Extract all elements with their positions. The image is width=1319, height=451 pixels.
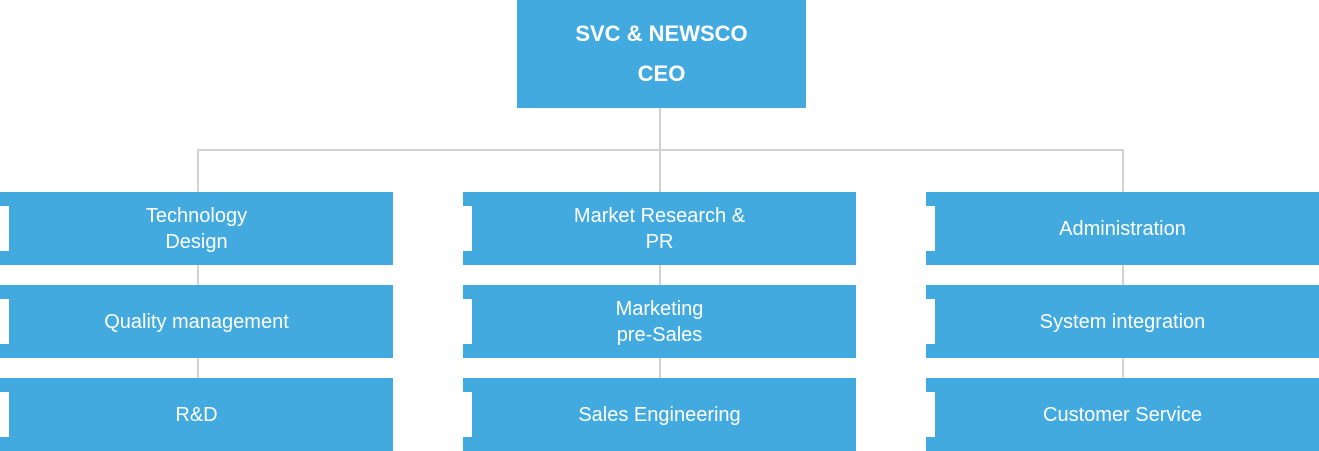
connector-col1-a: [659, 265, 661, 285]
connector-col2-b: [1122, 358, 1124, 378]
dept-customer-service: Customer Service: [926, 378, 1319, 451]
connector-col0-b: [197, 358, 199, 378]
dept-sales-engineering: Sales Engineering: [463, 378, 856, 451]
dept-label: Technology Design: [145, 204, 248, 253]
connector-right-drop: [1122, 149, 1124, 192]
connector-col1-b: [659, 358, 661, 378]
connector-col2-a: [1122, 265, 1124, 285]
connector-left-drop: [197, 149, 199, 192]
connector-col0-a: [197, 265, 199, 285]
dept-market-research-pr: Market Research & PR: [463, 192, 856, 265]
dept-label: R&D: [175, 403, 218, 426]
dept-label: Market Research & PR: [573, 204, 746, 253]
dept-label: Customer Service: [1043, 403, 1202, 426]
dept-label: Administration: [1059, 217, 1186, 240]
dept-marketing-presales: Marketing pre-Sales: [463, 285, 856, 358]
ceo-company: SVC & NEWSCO: [575, 21, 748, 46]
dept-technology-design: Technology Design: [0, 192, 393, 265]
dept-quality-management: Quality management: [0, 285, 393, 358]
ceo-title: CEO: [637, 61, 686, 86]
dept-label: Quality management: [104, 310, 289, 333]
dept-system-integration: System integration: [926, 285, 1319, 358]
ceo-box: SVC & NEWSCO CEO: [517, 0, 806, 108]
connector-horizontal: [197, 149, 1124, 151]
dept-label: System integration: [1039, 310, 1206, 333]
dept-label: Sales Engineering: [578, 403, 741, 426]
dept-administration: Administration: [926, 192, 1319, 265]
dept-label: Marketing pre-Sales: [615, 297, 704, 346]
dept-rnd: R&D: [0, 378, 393, 451]
